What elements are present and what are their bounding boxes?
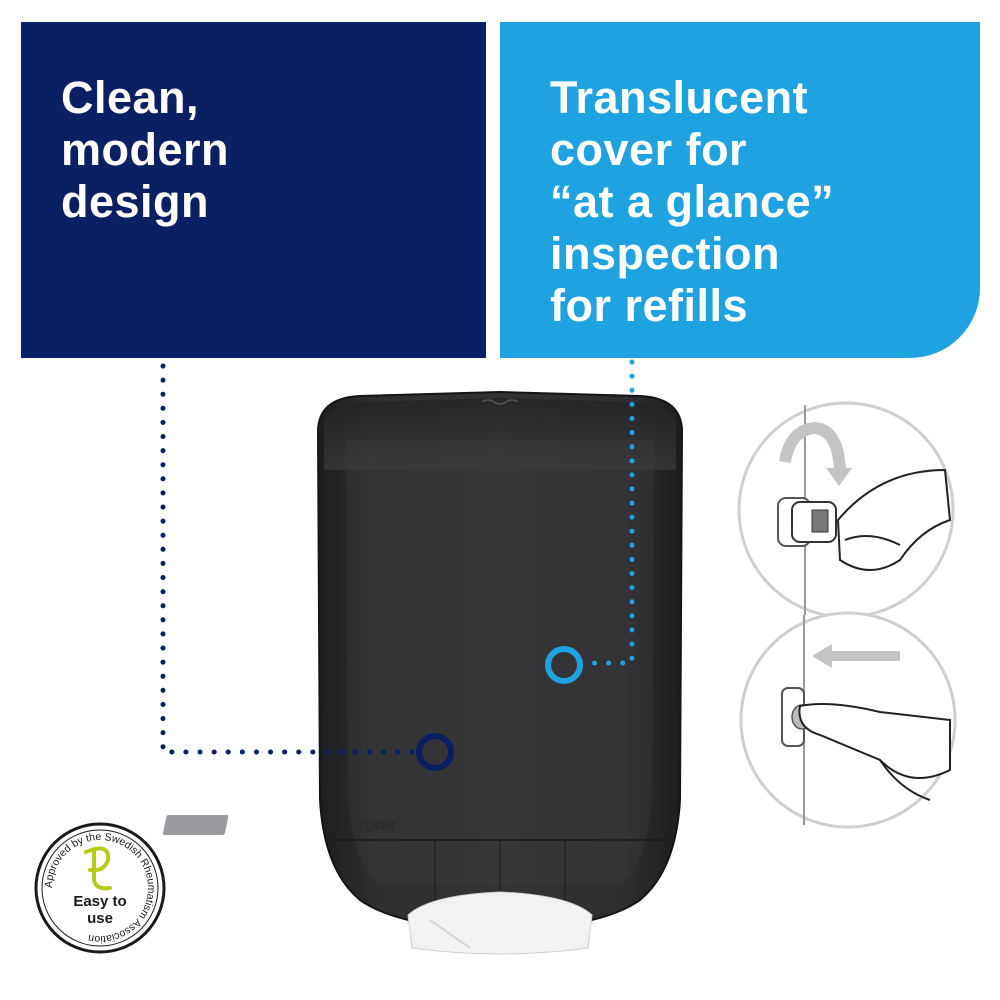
feature-panel-translucent-cover: Translucent cover for “at a glance” insp… <box>500 22 980 358</box>
callout-design <box>160 363 454 771</box>
instruction-push-button <box>739 611 957 829</box>
hand-icon <box>836 468 952 571</box>
feature-title-design: Clean, modern design <box>61 72 230 227</box>
brand-label: TORK <box>356 818 396 834</box>
approval-badge: Approved by the Swedish Rheumatism Assoc… <box>34 822 166 954</box>
marker-design <box>416 733 454 771</box>
tork-logo: TORK <box>162 815 396 835</box>
callout-translucent-cover <box>545 359 635 684</box>
finger-icon <box>798 703 951 779</box>
badge-center-line2: use <box>87 910 113 927</box>
curved-arrow-icon <box>779 421 846 471</box>
instruction-rotate-key <box>737 401 955 619</box>
marker-translucent-cover <box>545 646 583 684</box>
badge-center-line1: Easy to <box>73 893 126 910</box>
feature-title-translucent-cover: Translucent cover for “at a glance” insp… <box>550 72 835 331</box>
rheumatism-logo-icon <box>84 846 112 891</box>
paper-towel-dispenser: TORK <box>162 390 684 955</box>
paper-towel <box>407 891 593 955</box>
feature-panel-design: Clean, modern design <box>21 22 486 358</box>
